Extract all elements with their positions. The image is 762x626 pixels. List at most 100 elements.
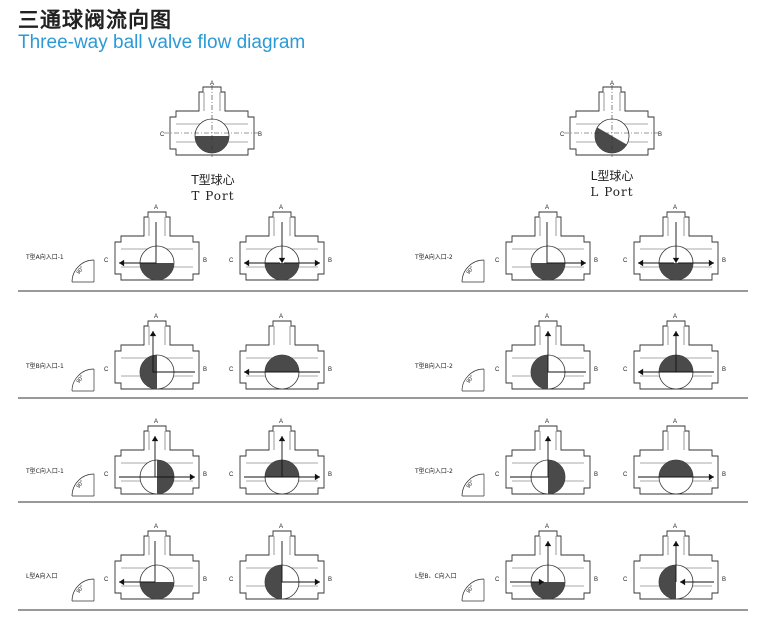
port-label-c: C xyxy=(495,258,500,264)
rotation-angle-mark: 90° xyxy=(71,578,95,602)
flow-arrow-head xyxy=(189,473,195,481)
flow-arrow-head xyxy=(151,436,159,442)
flow-arrow-head xyxy=(244,259,250,267)
flow-arrow-head xyxy=(119,578,125,586)
ball-sector-shade xyxy=(595,127,627,153)
flow-arrow-head xyxy=(149,331,157,337)
ball-sector-shade xyxy=(195,136,229,153)
port-label-b: B xyxy=(594,258,598,264)
flow-arrow-head xyxy=(544,331,552,337)
port-label-c: C xyxy=(623,472,628,478)
port-label-b: B xyxy=(203,258,207,264)
flow-arrow-head xyxy=(278,436,286,442)
port-label-a: A xyxy=(279,419,283,425)
flow-line xyxy=(119,222,157,264)
l-port-header-valve: A C B xyxy=(560,81,662,157)
port-label-a: A xyxy=(545,524,549,530)
port-label-b: B xyxy=(203,472,207,478)
port-label-b: B xyxy=(594,577,598,583)
flow-arrow-head xyxy=(580,259,586,267)
angle-label: 90° xyxy=(76,375,86,385)
flow-arrow-head xyxy=(680,578,686,586)
t-port-caption-cn: T型球心 xyxy=(190,173,234,187)
port-label-a: A xyxy=(673,314,677,320)
row-label-right: T型C向入口-2 xyxy=(414,467,453,475)
port-label-a: A xyxy=(210,81,214,87)
flow-line xyxy=(546,222,586,264)
port-label-a: A xyxy=(154,205,158,211)
angle-label: 90° xyxy=(466,480,476,490)
l-port-caption-cn: L型球心 xyxy=(591,169,634,183)
angle-label: 90° xyxy=(466,266,476,276)
angle-arc xyxy=(71,473,95,497)
port-label-b: B xyxy=(328,472,332,478)
rotation-angle-mark: 90° xyxy=(71,259,95,283)
angle-arc xyxy=(461,259,485,283)
flow-arrow-head xyxy=(314,578,320,586)
valve-diagram: A C B xyxy=(104,419,207,495)
port-label-a: A xyxy=(154,419,158,425)
port-label-c: C xyxy=(104,367,109,373)
port-label-c: C xyxy=(623,577,628,583)
ball-sector-shade xyxy=(531,582,565,599)
port-label-a: A xyxy=(673,419,677,425)
port-label-c: C xyxy=(104,472,109,478)
title-english: Three-way ball valve flow diagram xyxy=(18,32,306,53)
rotation-angle-mark: 90° xyxy=(71,368,95,392)
row-label-right: T型A向入口-2 xyxy=(414,253,453,261)
flow-arrow-head xyxy=(538,578,544,586)
title-chinese: 三通球阀流向图 xyxy=(18,8,172,32)
flow-arrow-head xyxy=(708,259,714,267)
flow-line xyxy=(547,331,586,373)
flow-arrow-head xyxy=(672,331,680,337)
port-label-b: B xyxy=(203,577,207,583)
valve-diagram: A C B xyxy=(104,205,207,281)
port-label-c: C xyxy=(229,367,234,373)
row-label-right: L型B、C向入口 xyxy=(415,572,457,580)
port-label-c: C xyxy=(104,577,109,583)
port-label-a: A xyxy=(545,205,549,211)
flow-arrow-head xyxy=(638,368,644,376)
port-label-b: B xyxy=(328,577,332,583)
angle-arc xyxy=(461,473,485,497)
port-label-a: A xyxy=(610,81,614,87)
angle-arc xyxy=(461,578,485,602)
angle-label: 90° xyxy=(466,585,476,595)
port-label-a: A xyxy=(279,314,283,320)
flow-arrow-head xyxy=(544,541,552,547)
port-label-c: C xyxy=(104,258,109,264)
flow-arrow-head xyxy=(314,259,320,267)
row-label-left: T型B向入口-1 xyxy=(25,362,64,370)
port-label-c: C xyxy=(560,132,565,138)
port-label-a: A xyxy=(545,419,549,425)
flow-line xyxy=(152,331,195,373)
flow-line xyxy=(281,541,320,583)
rotation-angle-mark: 90° xyxy=(461,368,485,392)
port-label-c: C xyxy=(229,258,234,264)
ball-sector-shade xyxy=(548,460,565,494)
ball-sector-shade xyxy=(140,263,174,280)
flow-arrow-head xyxy=(672,541,680,547)
port-label-c: C xyxy=(623,367,628,373)
port-label-b: B xyxy=(658,132,662,138)
port-label-b: B xyxy=(594,367,598,373)
row-label-left: L型A向入口 xyxy=(26,572,57,580)
port-label-b: B xyxy=(722,367,726,373)
port-label-c: C xyxy=(160,132,165,138)
rotation-angle-mark: 90° xyxy=(461,578,485,602)
rotation-angle-mark: 90° xyxy=(461,473,485,497)
port-label-b: B xyxy=(328,258,332,264)
port-label-b: B xyxy=(722,577,726,583)
flow-line xyxy=(510,436,549,478)
port-label-b: B xyxy=(722,258,726,264)
